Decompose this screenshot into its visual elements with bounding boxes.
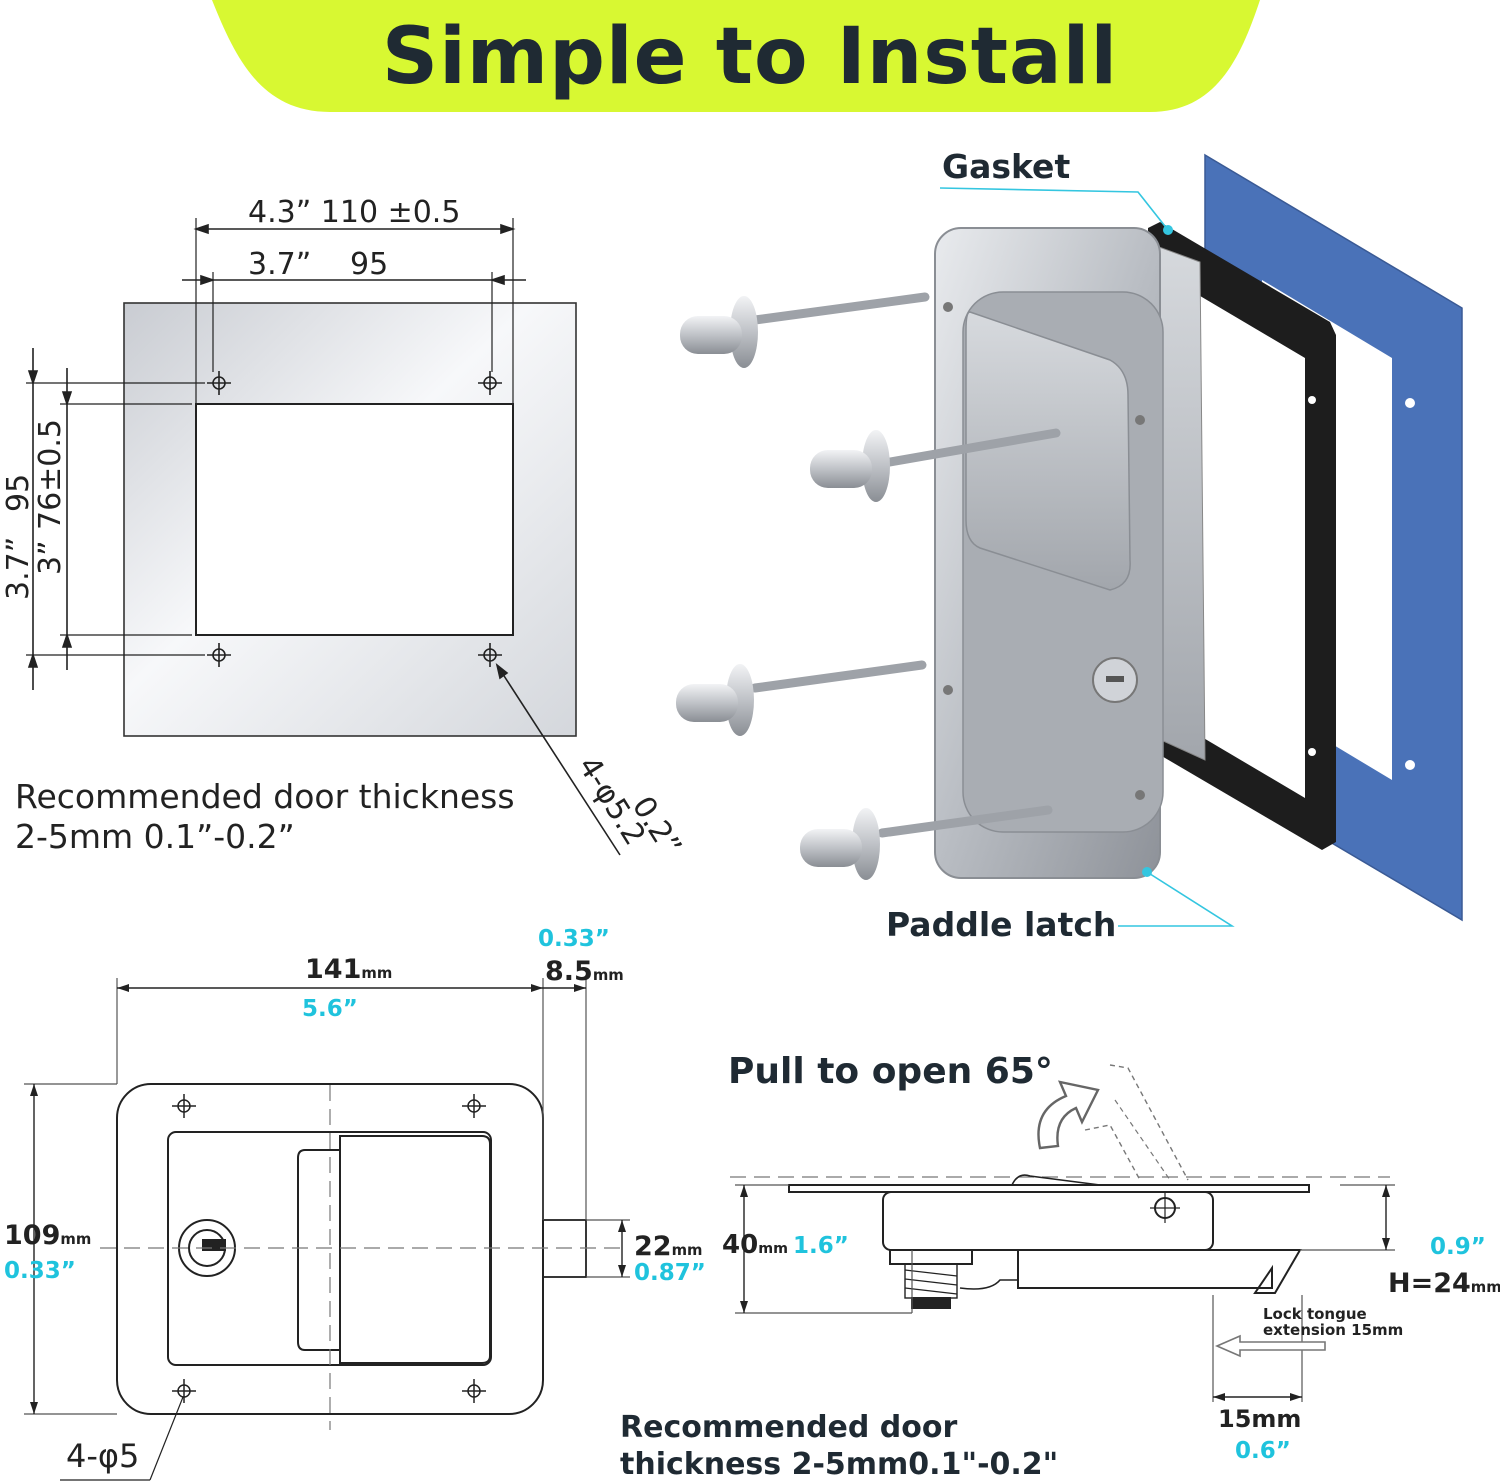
door-cutout (195, 403, 514, 636)
paddle (965, 311, 1131, 591)
tongue-arrow (1214, 1334, 1326, 1358)
header-banner (212, 0, 1260, 112)
front-tongue-in: 0.33” (538, 926, 610, 952)
side-depth: 40mm (722, 1230, 788, 1260)
side-note-line2: thickness 2-5mm0.1"-0.2" (620, 1447, 1059, 1482)
cutout-inner-height-mm: 76±0.5 (33, 418, 68, 530)
side-view (730, 1064, 1395, 1402)
gasket-label: Gasket (942, 147, 1071, 186)
side-tongue-depth-in: 0.9” (1430, 1234, 1486, 1260)
gasket-callout (939, 187, 1169, 231)
open-arrow (1037, 1080, 1100, 1150)
cutout-hole-width-mm: 95 (350, 247, 389, 282)
cutout-holes (207, 371, 502, 667)
page-title: Simple to Install (381, 12, 1119, 102)
rivets (676, 292, 1061, 880)
tongue-note-line2: extension 15mm (1263, 1321, 1404, 1339)
cutout-outer-height-in: 3.7” (1, 536, 36, 600)
cutout-note-line1: Recommended door thickness (15, 777, 515, 816)
cutout-note-line2: 2-5mm 0.1”-0.2” (15, 817, 295, 856)
front-height: 109mm (4, 1220, 92, 1251)
front-tongue: 8.5mm (545, 956, 624, 987)
side-tongue-depth: H=24mm (1388, 1268, 1500, 1299)
cutout-drawing (26, 218, 621, 856)
front-width-in: 5.6” (302, 996, 358, 1022)
tongue-note-line1: Lock tongue (1263, 1305, 1367, 1323)
latch-callout (1118, 871, 1235, 927)
paddle-latch-label: Paddle latch (886, 905, 1117, 944)
cutout-outer-height-mm: 95 (1, 473, 36, 512)
side-extension-in: 0.6” (1235, 1438, 1291, 1464)
front-tongue-height: 22mm (634, 1231, 703, 1262)
cutout-inner-height-in: 3” (33, 540, 68, 575)
front-drawing (24, 978, 630, 1481)
front-width: 141mm (305, 954, 393, 985)
front-hole-spec: 4-φ5 (66, 1437, 140, 1475)
cutout-hole-width-in: 3.7” (248, 247, 312, 282)
pull-label: Pull to open 65° (728, 1051, 1053, 1092)
side-tongue (1017, 1249, 1302, 1294)
side-note-line1: Recommended door (620, 1410, 958, 1445)
front-paddle (297, 1135, 491, 1364)
front-tongue-height-in: 0.87” (634, 1260, 706, 1286)
side-extension: 15mm (1218, 1405, 1302, 1433)
cutout-outer-width: 4.3” 110 ±0.5 (248, 195, 461, 230)
side-flange (788, 1184, 1310, 1193)
front-height-in: 0.33” (4, 1258, 76, 1284)
exploded-view (676, 153, 1463, 927)
side-depth-in: 1.6” (793, 1233, 849, 1259)
